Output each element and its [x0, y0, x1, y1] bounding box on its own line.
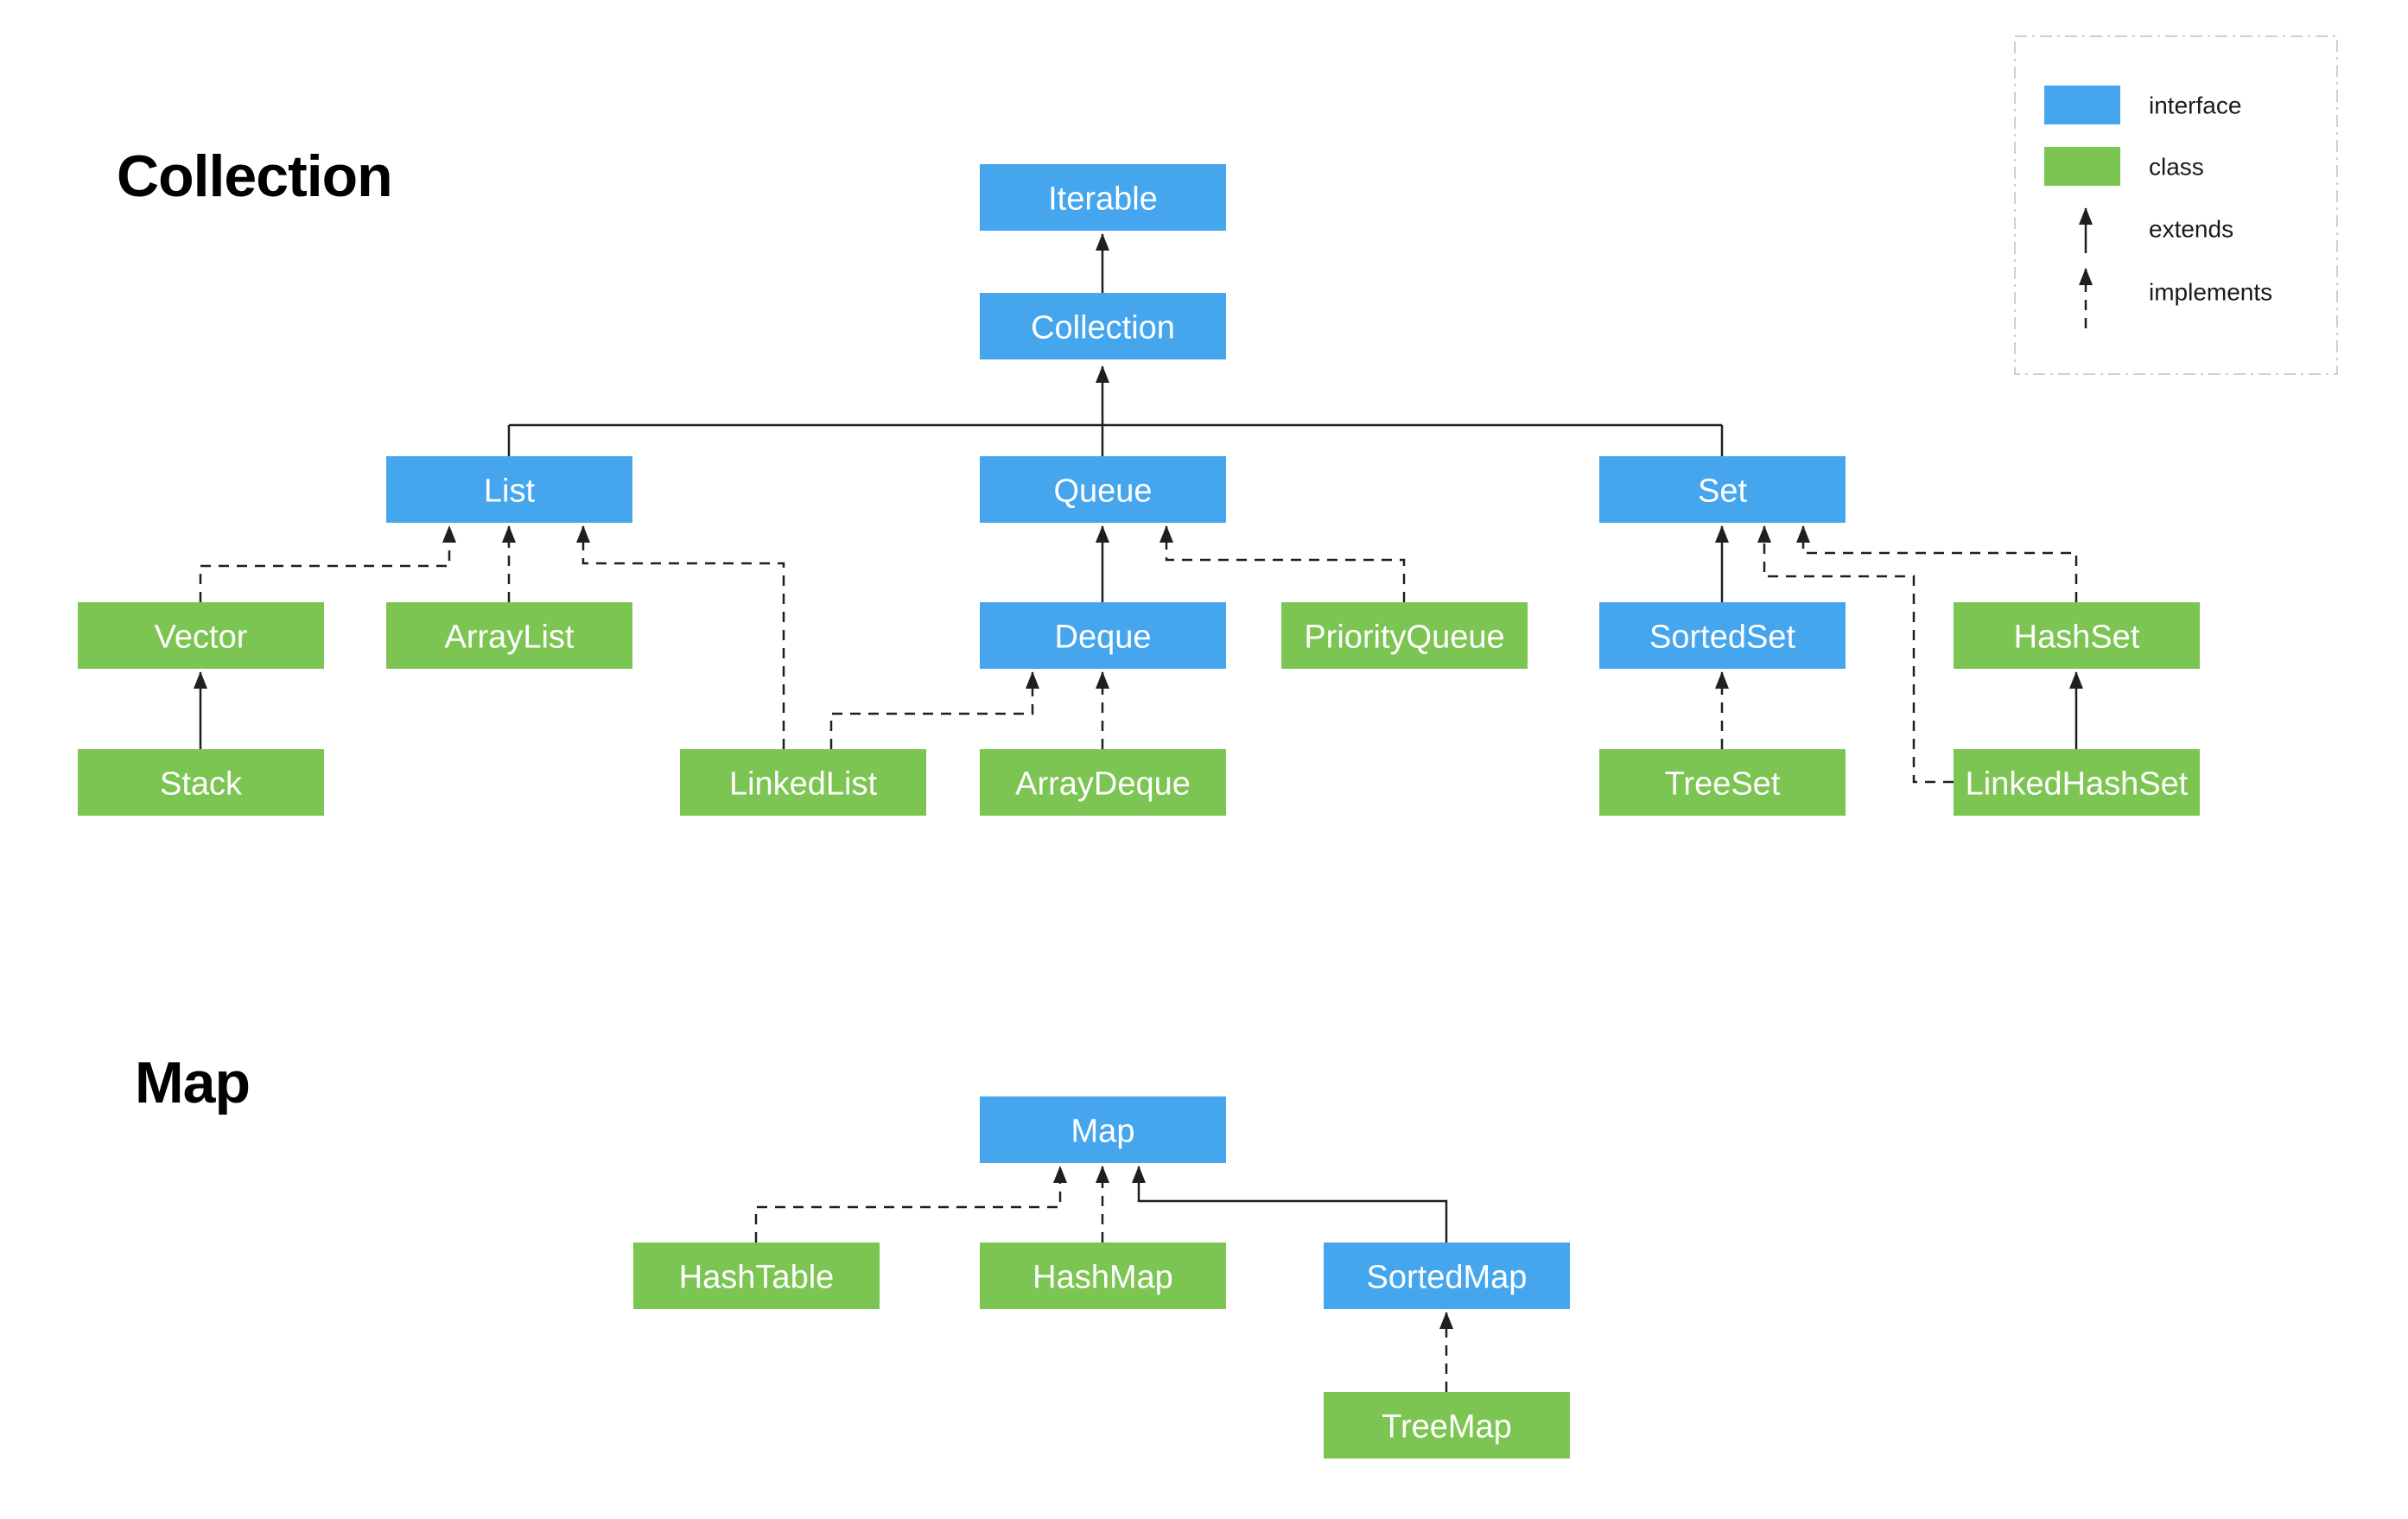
- map-section-title: Map: [135, 1050, 250, 1115]
- node-list: List: [386, 456, 632, 523]
- hashset-label: HashSet: [2014, 620, 2140, 656]
- node-hashmap: HashMap: [980, 1243, 1226, 1309]
- edge-linkedhashset-implements-set: [1757, 525, 1954, 784]
- treemap-label: TreeMap: [1382, 1409, 1512, 1446]
- sortedset-box: [1599, 602, 1846, 669]
- linkedlist-label: LinkedList: [729, 766, 878, 803]
- vector-label: Vector: [155, 620, 248, 656]
- list-label: List: [484, 473, 536, 510]
- node-linkedlist: LinkedList: [680, 749, 926, 816]
- arraylist-label: ArrayList: [445, 620, 575, 656]
- node-queue: Queue: [980, 456, 1226, 523]
- node-sortedset: SortedSet: [1599, 602, 1846, 669]
- legend-border: [2014, 35, 2338, 375]
- edge-linkedlist-implements-deque: [829, 671, 1039, 749]
- node-treeset: TreeSet: [1599, 749, 1846, 816]
- treeset-label: TreeSet: [1665, 766, 1781, 803]
- legend-interface-swatch: [2044, 86, 2120, 124]
- collection-box: [980, 293, 1226, 359]
- node-collection: Collection: [980, 293, 1226, 359]
- edge-priorityqueue-implements-queue: [1160, 525, 1406, 602]
- deque-label: Deque: [1055, 620, 1152, 656]
- linkedhashset-box: [1954, 749, 2200, 816]
- map-box: [980, 1096, 1226, 1163]
- hashtable-box: [633, 1243, 880, 1309]
- node-arraylist: ArrayList: [386, 602, 632, 669]
- map-label: Map: [1071, 1114, 1135, 1150]
- set-box: [1599, 456, 1846, 523]
- hashset-box: [1954, 602, 2200, 669]
- edge-hashset-implements-set: [1796, 525, 2078, 602]
- edges-layer: [194, 233, 2083, 1392]
- linkedhashset-label: LinkedHashSet: [1966, 766, 2189, 803]
- legend-interface-label: interface: [2149, 92, 2241, 119]
- node-sortedmap: SortedMap: [1324, 1243, 1570, 1309]
- edge-hashtable-implements-map: [754, 1166, 1067, 1243]
- edge-vector-implements-list: [199, 525, 456, 602]
- sortedmap-label: SortedMap: [1367, 1260, 1528, 1296]
- vector-box: [78, 602, 324, 669]
- legend-class-swatch: [2044, 147, 2120, 186]
- node-stack: Stack: [78, 749, 324, 816]
- arraydeque-label: ArrayDeque: [1015, 766, 1191, 803]
- node-map: Map: [980, 1096, 1226, 1163]
- arraydeque-box: [980, 749, 1226, 816]
- priorityqueue-box: [1281, 602, 1528, 669]
- stack-label: Stack: [160, 766, 243, 803]
- hashmap-label: HashMap: [1032, 1260, 1173, 1296]
- node-vector: Vector: [78, 602, 324, 669]
- legend: interface class extends implements: [2014, 35, 2338, 375]
- sortedset-label: SortedSet: [1649, 620, 1795, 656]
- node-set: Set: [1599, 456, 1846, 523]
- stack-box: [78, 749, 324, 816]
- node-treemap: TreeMap: [1324, 1392, 1570, 1459]
- treeset-box: [1599, 749, 1846, 816]
- node-linkedhashset: LinkedHashSet: [1954, 749, 2200, 816]
- node-arraydeque: ArrayDeque: [980, 749, 1226, 816]
- edge-sortedmap-extends-map: [1132, 1166, 1448, 1243]
- node-hashtable: HashTable: [633, 1243, 880, 1309]
- hashtable-label: HashTable: [679, 1260, 835, 1296]
- list-box: [386, 456, 632, 523]
- legend-extends-label: extends: [2149, 216, 2233, 243]
- collection-section-title: Collection: [117, 143, 392, 209]
- collection-label: Collection: [1031, 310, 1175, 346]
- iterable-label: Iterable: [1048, 181, 1158, 218]
- node-iterable: Iterable: [980, 164, 1226, 231]
- queue-label: Queue: [1053, 473, 1152, 510]
- iterable-box: [980, 164, 1226, 231]
- treemap-box: [1324, 1392, 1570, 1459]
- hashmap-box: [980, 1243, 1226, 1309]
- sortedmap-box: [1324, 1243, 1570, 1309]
- legend-implements-label: implements: [2149, 279, 2272, 306]
- node-deque: Deque: [980, 602, 1226, 669]
- arraylist-box: [386, 602, 632, 669]
- edge-linkedlist-implements-list: [576, 525, 785, 749]
- linkedlist-box: [680, 749, 926, 816]
- queue-box: [980, 456, 1226, 523]
- node-priorityqueue: PriorityQueue: [1281, 602, 1528, 669]
- deque-box: [980, 602, 1226, 669]
- set-label: Set: [1698, 473, 1747, 510]
- priorityqueue-label: PriorityQueue: [1304, 620, 1504, 656]
- node-hashset: HashSet: [1954, 602, 2200, 669]
- legend-class-label: class: [2149, 154, 2204, 181]
